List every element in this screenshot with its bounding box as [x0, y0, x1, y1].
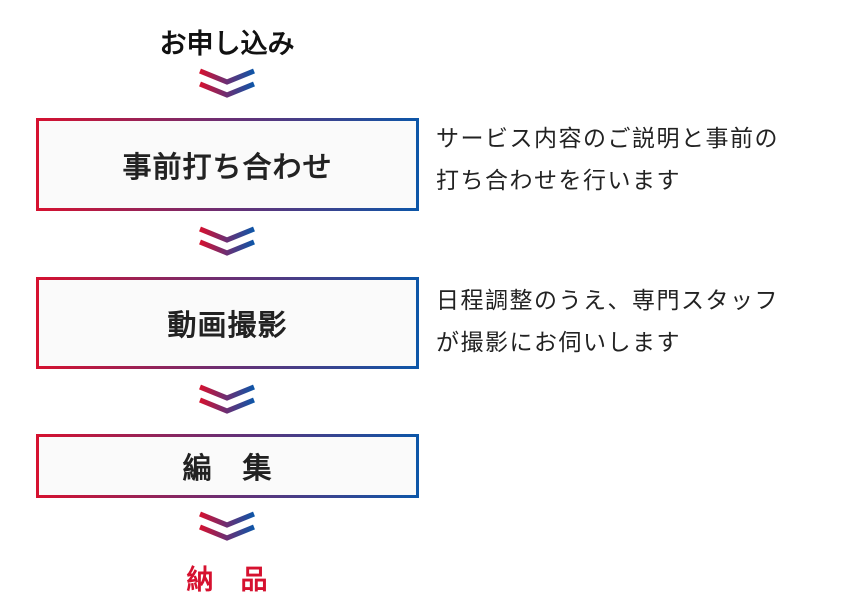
desc-line: が撮影にお伺いします [436, 330, 681, 356]
desc-line: 打ち合わせを行います [436, 168, 681, 194]
final-label: 納 品 [186, 565, 268, 596]
step-editing: 編 集 [36, 434, 419, 498]
step-pre-meeting: 事前打ち合わせ [36, 118, 419, 211]
step-label: 事前打ち合わせ [39, 121, 416, 208]
step-label: 編 集 [39, 437, 416, 495]
desc-line: 日程調整のうえ、専門スタッフ [436, 288, 779, 314]
step-label: 動画撮影 [39, 280, 416, 366]
step-description: 日程調整のうえ、専門スタッフが撮影にお伺いします [436, 280, 836, 364]
desc-line: サービス内容のご説明と事前の [436, 126, 779, 152]
chevron-down-icon [199, 68, 255, 98]
step-video-shooting: 動画撮影 [36, 277, 419, 369]
step-description: サービス内容のご説明と事前の打ち合わせを行います [436, 118, 836, 202]
chevron-down-icon [199, 384, 255, 414]
chevron-down-icon [199, 511, 255, 541]
chevron-down-icon [199, 226, 255, 256]
start-label: お申し込み [159, 29, 295, 60]
